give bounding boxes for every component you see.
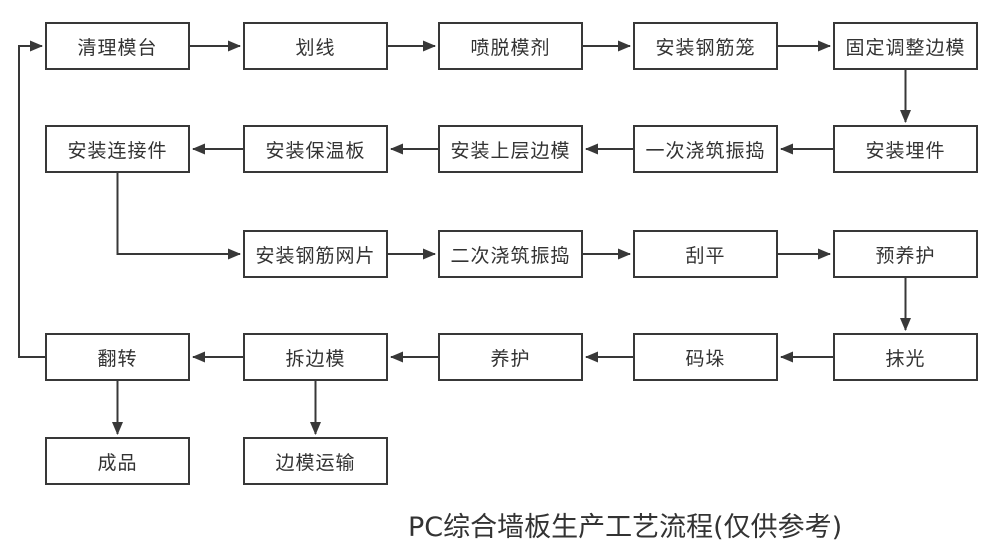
node-curing: 养护 bbox=[438, 333, 583, 381]
node-finished-product: 成品 bbox=[45, 437, 190, 485]
node-spray-release-agent: 喷脱模剂 bbox=[438, 22, 583, 70]
node-marking: 划线 bbox=[243, 22, 388, 70]
node-side-mold-transport: 边模运输 bbox=[243, 437, 388, 485]
node-pre-curing: 预养护 bbox=[833, 230, 978, 278]
node-flip: 翻转 bbox=[45, 333, 190, 381]
node-install-embedded-parts: 安装埋件 bbox=[833, 125, 978, 173]
edge-flip-loop-to-clean bbox=[18, 40, 45, 358]
node-install-rebar-cage: 安装钢筋笼 bbox=[633, 22, 778, 70]
node-first-pour-vibrate: 一次浇筑振捣 bbox=[633, 125, 778, 173]
node-install-connectors: 安装连接件 bbox=[45, 125, 190, 173]
node-stacking: 码垛 bbox=[633, 333, 778, 381]
node-clean-table: 清理模台 bbox=[45, 22, 190, 70]
node-install-insulation-board: 安装保温板 bbox=[243, 125, 388, 173]
node-troweling: 抹光 bbox=[833, 333, 978, 381]
edge-connectors-to-mesh bbox=[116, 173, 241, 260]
node-fix-adjust-side-mold: 固定调整边模 bbox=[833, 22, 978, 70]
node-second-pour-vibrate: 二次浇筑振捣 bbox=[438, 230, 583, 278]
node-remove-side-mold: 拆边模 bbox=[243, 333, 388, 381]
node-install-rebar-mesh: 安装钢筋网片 bbox=[243, 230, 388, 278]
node-scrape-flat: 刮平 bbox=[633, 230, 778, 278]
node-install-upper-side-mold: 安装上层边模 bbox=[438, 125, 583, 173]
diagram-title: PC综合墙板生产工艺流程(仅供参考) bbox=[408, 512, 843, 543]
